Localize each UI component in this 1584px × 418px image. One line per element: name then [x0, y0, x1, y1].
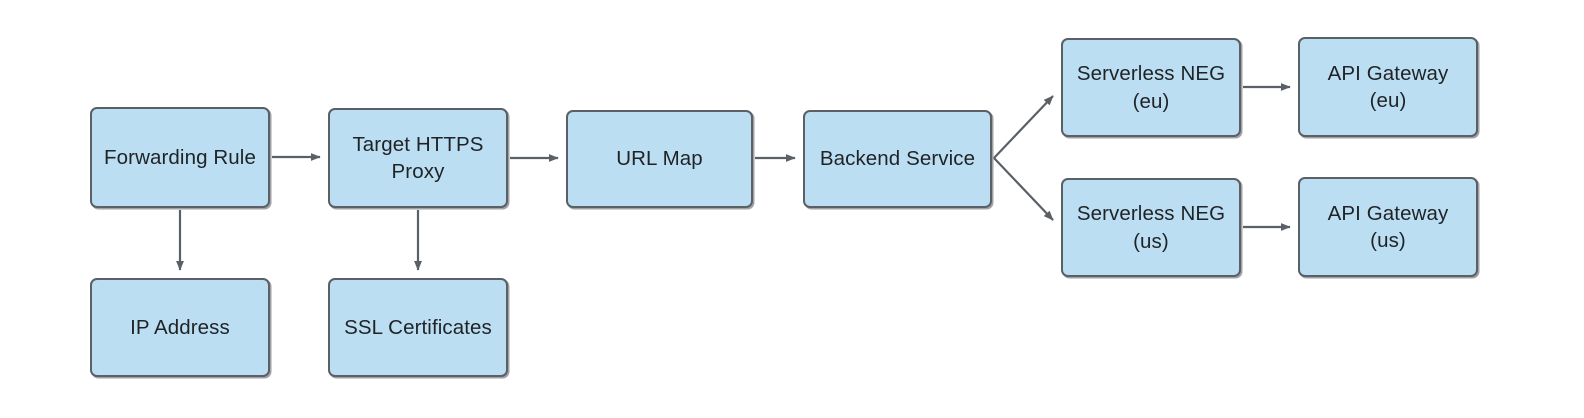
node-label-serverless-neg-us: Serverless NEG (us): [1076, 202, 1226, 253]
node-target-https-proxy[interactable]: Target HTTPS Proxy: [328, 108, 508, 208]
node-ip-address[interactable]: IP Address: [90, 278, 270, 377]
node-label-ip-address: IP Address: [130, 315, 230, 339]
node-label-forwarding-rule: Forwarding Rule: [104, 145, 256, 169]
node-label-url-map: URL Map: [616, 147, 703, 171]
edge-backend-to-neg-us: [993, 157, 1054, 221]
node-url-map[interactable]: URL Map: [566, 110, 753, 208]
node-forwarding-rule[interactable]: Forwarding Rule: [90, 107, 270, 208]
edge-backend-to-neg-eu: [993, 95, 1054, 159]
node-label-api-gateway-eu: API Gateway (eu): [1327, 61, 1449, 112]
node-api-gateway-eu[interactable]: API Gateway (eu): [1298, 37, 1478, 137]
node-label-serverless-neg-eu: Serverless NEG (eu): [1076, 62, 1226, 113]
node-label-ssl-certificates: SSL Certificates: [344, 315, 492, 339]
node-api-gateway-us[interactable]: API Gateway (us): [1298, 177, 1478, 277]
node-label-target-https-proxy: Target HTTPS Proxy: [352, 132, 484, 183]
node-label-api-gateway-us: API Gateway (us): [1327, 201, 1449, 252]
node-ssl-certificates[interactable]: SSL Certificates: [328, 278, 508, 377]
node-serverless-neg-us[interactable]: Serverless NEG (us): [1061, 178, 1241, 277]
node-backend-service[interactable]: Backend Service: [803, 110, 992, 208]
node-serverless-neg-eu[interactable]: Serverless NEG (eu): [1061, 38, 1241, 137]
node-label-backend-service: Backend Service: [819, 147, 976, 171]
